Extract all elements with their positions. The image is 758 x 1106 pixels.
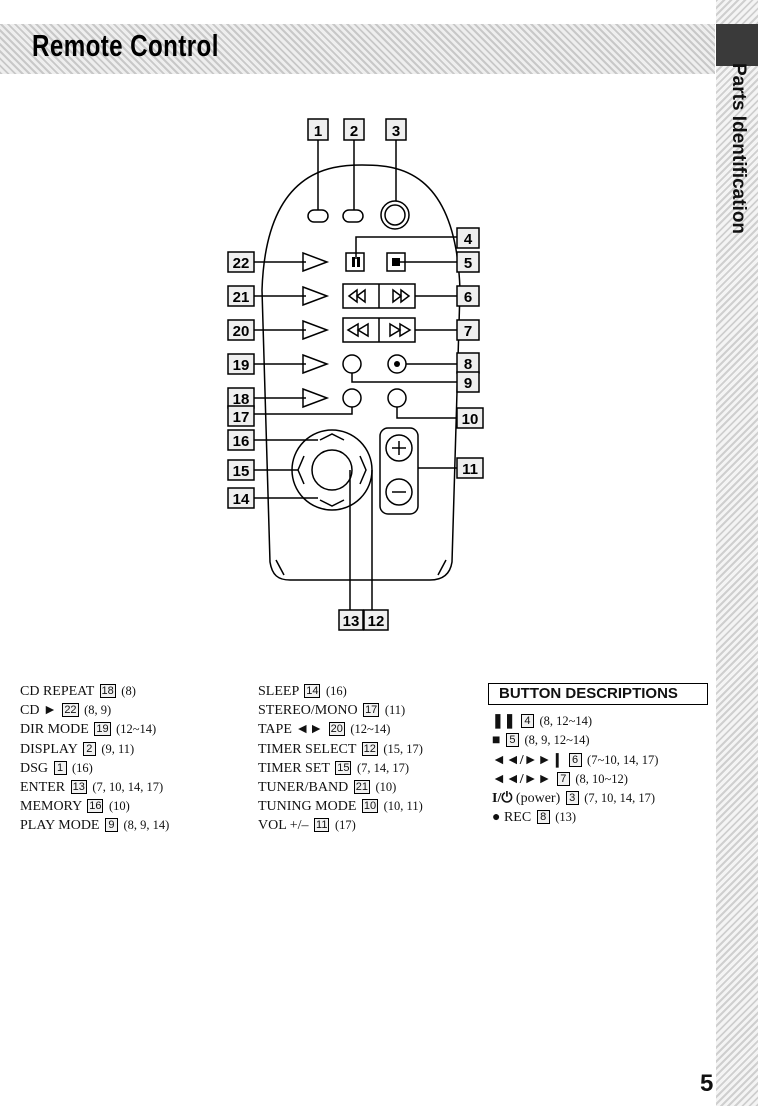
display-button bbox=[342, 209, 364, 223]
index-middle-column: SLEEP 14 (16) STEREO/MONO 17 (11) TAPE ◄… bbox=[258, 682, 423, 836]
index-entry: DSG 1 (16) bbox=[20, 760, 93, 776]
description-entry: I/⏻ (power) 3 (7, 10, 14, 17) bbox=[492, 791, 656, 807]
button-descriptions-heading: BUTTON DESCRIPTIONS bbox=[488, 683, 708, 705]
vol-plus-button bbox=[385, 434, 413, 462]
callout-12: 12 bbox=[368, 613, 385, 630]
tuning-mode-button bbox=[387, 388, 407, 408]
index-entry: CD REPEAT 18 (8) bbox=[20, 684, 136, 699]
callout-15: 15 bbox=[233, 463, 250, 480]
dsg-button bbox=[307, 209, 329, 223]
index-left-column: CD REPEAT 18 (8) CD ► 22 (8, 9) DIR MODE… bbox=[20, 682, 169, 836]
play-mode-button bbox=[342, 354, 362, 374]
callout-3: 3 bbox=[392, 123, 400, 140]
volume-rocker bbox=[379, 427, 419, 515]
callout-7: 7 bbox=[464, 323, 472, 340]
callout-22: 22 bbox=[233, 255, 250, 272]
vol-minus-button bbox=[385, 478, 413, 506]
index-entry: CD ► 22 (8, 9) bbox=[20, 703, 112, 719]
callout-2: 2 bbox=[350, 123, 358, 140]
side-tab-bar bbox=[716, 0, 758, 1106]
callout-16: 16 bbox=[233, 433, 250, 450]
callout-17: 17 bbox=[233, 409, 250, 426]
index-entry: VOL +/– 11 (17) bbox=[258, 818, 356, 834]
page-title: Remote Control bbox=[32, 28, 219, 63]
page-number: 5 bbox=[700, 1070, 714, 1097]
index-entry: DIR MODE 19 (12~14) bbox=[20, 722, 157, 738]
description-entry: ● REC 8 (13) bbox=[492, 810, 577, 826]
description-entry: ■ 5 (8, 9, 12~14) bbox=[492, 733, 590, 749]
callout-4: 4 bbox=[464, 231, 473, 248]
callout-20: 20 bbox=[233, 323, 250, 340]
index-entry: ENTER 13 (7, 10, 14, 17) bbox=[20, 780, 164, 796]
remote-control-diagram: 1 2 3 4 5 6 7 8 9 10 11 12 13 14 15 16 1… bbox=[227, 118, 484, 631]
callout-1: 1 bbox=[314, 123, 322, 140]
header-band bbox=[0, 24, 715, 74]
remote-body-inner-edge bbox=[275, 559, 447, 576]
side-tab-marker bbox=[716, 24, 758, 66]
cd-play-button bbox=[302, 251, 330, 273]
dir-mode-button bbox=[302, 353, 330, 375]
button-descriptions-list: ❚❚ 4 (8, 12~14) ■ 5 (8, 9, 12~14) ◄◄/►►❙… bbox=[492, 712, 658, 828]
callout-19: 19 bbox=[233, 357, 250, 374]
callout-5: 5 bbox=[464, 255, 472, 272]
callout-labels: 1 2 3 4 5 6 7 8 9 10 11 12 13 14 15 16 1… bbox=[227, 118, 484, 631]
index-entry: TIMER SELECT 12 (15, 17) bbox=[258, 741, 423, 757]
callout-14: 14 bbox=[233, 491, 250, 508]
index-entry: SLEEP 14 (16) bbox=[258, 684, 347, 699]
index-entry: MEMORY 16 (10) bbox=[20, 799, 130, 815]
description-entry: ◄◄/►► 7 (8, 10~12) bbox=[492, 771, 628, 787]
remote-body bbox=[261, 164, 461, 581]
callout-10: 10 bbox=[462, 411, 479, 428]
callout-8: 8 bbox=[464, 356, 472, 373]
index-entry: TUNER/BAND 21 (10) bbox=[258, 780, 397, 796]
index-entry: TUNING MODE 10 (10, 11) bbox=[258, 799, 423, 815]
callout-21: 21 bbox=[233, 289, 250, 306]
pause-button bbox=[345, 252, 365, 272]
description-entry: ◄◄/►►❙ 6 (7~10, 14, 17) bbox=[492, 752, 659, 768]
tape-button bbox=[302, 319, 330, 341]
index-entry: STEREO/MONO 17 (11) bbox=[258, 703, 406, 719]
callout-9: 9 bbox=[464, 375, 472, 392]
power-button bbox=[380, 200, 410, 230]
index-entry: PLAY MODE 9 (8, 9, 14) bbox=[20, 818, 170, 834]
stereo-mono-button bbox=[342, 388, 362, 408]
callout-18: 18 bbox=[233, 391, 250, 408]
tuner-band-button bbox=[302, 285, 330, 307]
index-entry: TIMER SET 15 (7, 14, 17) bbox=[258, 760, 410, 776]
index-entry: TAPE ◄► 20 (12~14) bbox=[258, 722, 391, 738]
callout-11: 11 bbox=[462, 461, 478, 478]
callout-13: 13 bbox=[343, 613, 360, 630]
callout-6: 6 bbox=[464, 289, 472, 306]
index-entry: DISPLAY 2 (9, 11) bbox=[20, 741, 135, 757]
cd-repeat-button bbox=[302, 387, 330, 409]
description-entry: ❚❚ 4 (8, 12~14) bbox=[492, 714, 593, 729]
